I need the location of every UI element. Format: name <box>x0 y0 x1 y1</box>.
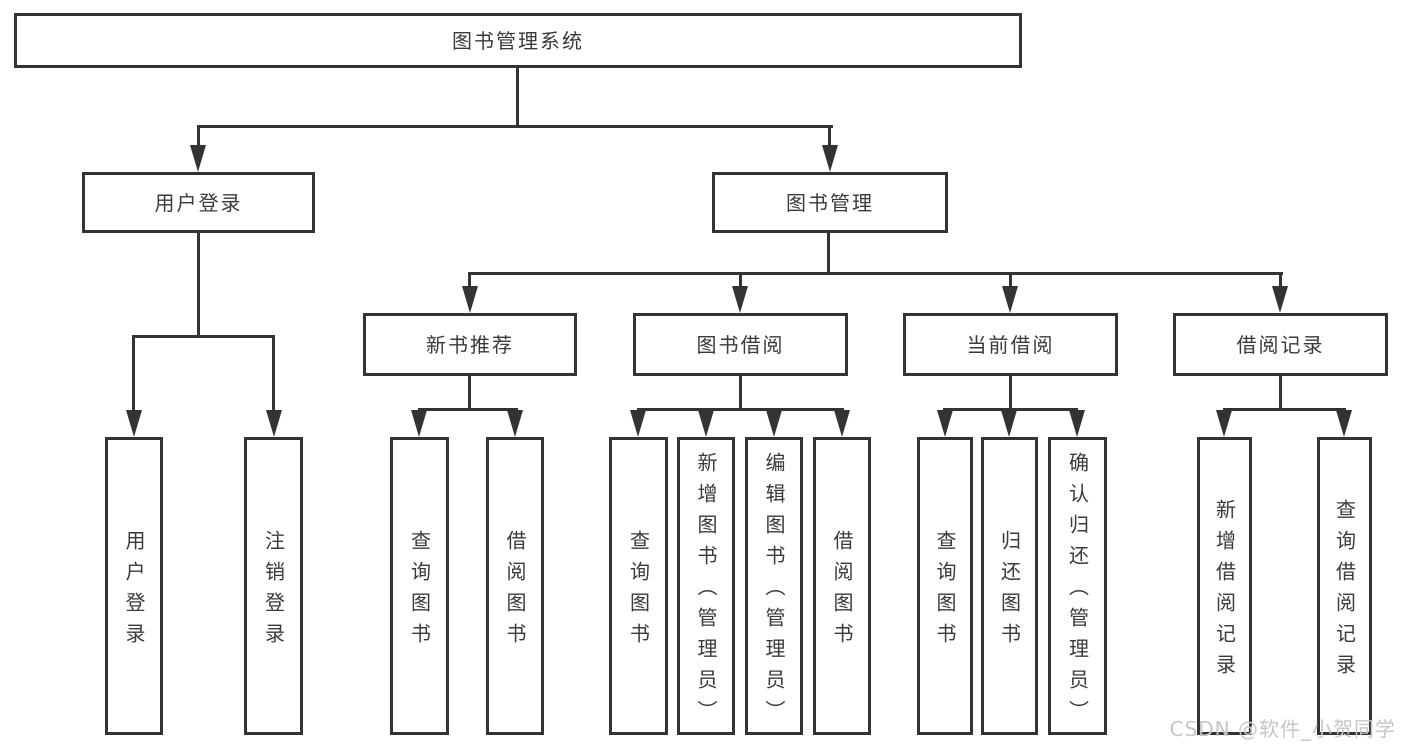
connector-line <box>468 272 471 294</box>
arrow-down-icon <box>190 145 206 172</box>
connector-line <box>197 233 200 336</box>
node-label: 借阅图书 <box>830 529 854 654</box>
node-label: 新增借阅记录 <box>1212 498 1237 685</box>
node-add-borrow-record: 新增借阅记录 <box>1197 437 1252 735</box>
connector-line <box>739 376 742 409</box>
connector-line <box>1223 408 1346 411</box>
node-borrow-record: 借阅记录 <box>1173 313 1388 376</box>
node-logout: 注销登录 <box>244 437 303 735</box>
connector-line <box>272 335 275 413</box>
arrow-down-icon <box>266 410 282 437</box>
connector-line <box>637 408 844 411</box>
arrow-down-icon <box>1069 410 1085 437</box>
arrow-down-icon <box>1336 410 1352 437</box>
connector-line <box>1279 272 1282 294</box>
arrow-down-icon <box>732 286 748 313</box>
node-query-book-3: 查询图书 <box>917 437 973 735</box>
connector-line <box>827 233 830 274</box>
node-current-borrow: 当前借阅 <box>903 313 1118 376</box>
node-query-book-1: 查询图书 <box>390 437 449 735</box>
node-add-book-admin: 新增图书（管理员） <box>677 437 735 735</box>
connector-line <box>132 335 275 338</box>
node-label: 确认归还（管理员） <box>1065 452 1090 731</box>
connector-line <box>943 408 1078 411</box>
node-book-borrow: 图书借阅 <box>633 313 848 376</box>
connector-line <box>198 125 833 128</box>
node-query-borrow-record: 查询借阅记录 <box>1317 437 1372 735</box>
arrow-down-icon <box>630 410 646 437</box>
node-label: 用户登录 <box>122 529 146 654</box>
node-root: 图书管理系统 <box>14 13 1022 68</box>
node-label: 归还图书 <box>997 529 1022 654</box>
connector-line <box>197 125 200 152</box>
arrow-down-icon <box>766 410 782 437</box>
connector-line <box>739 272 742 294</box>
node-confirm-return-admin: 确认归还（管理员） <box>1048 437 1107 735</box>
node-label: 借阅图书 <box>503 529 527 654</box>
node-label: 查询借阅记录 <box>1332 498 1357 685</box>
arrow-down-icon <box>462 286 478 313</box>
node-label: 查询图书 <box>407 529 432 654</box>
connector-line <box>828 125 831 152</box>
arrow-down-icon <box>1272 286 1288 313</box>
arrow-down-icon <box>937 410 953 437</box>
node-borrow-book-1: 借阅图书 <box>486 437 544 735</box>
connector-line <box>468 272 1283 275</box>
arrow-down-icon <box>822 145 838 172</box>
node-label: 编辑图书（管理员） <box>762 452 786 731</box>
node-new-book-rec: 新书推荐 <box>363 313 577 376</box>
arrow-down-icon <box>507 410 523 437</box>
node-edit-book-admin: 编辑图书（管理员） <box>745 437 803 735</box>
node-book-mgmt: 图书管理 <box>712 172 948 233</box>
arrow-down-icon <box>411 410 427 437</box>
arrow-down-icon <box>1216 410 1232 437</box>
connector-line <box>468 376 471 409</box>
arrow-down-icon <box>1002 286 1018 313</box>
node-label: 新增图书（管理员） <box>694 452 718 731</box>
connector-line <box>1279 376 1282 409</box>
node-borrow-book-2: 借阅图书 <box>813 437 871 735</box>
watermark-text: CSDN @软件_小贺同学 <box>1169 717 1396 741</box>
connector-line <box>1009 272 1012 294</box>
connector-line <box>418 408 518 411</box>
node-return-book: 归还图书 <box>981 437 1038 735</box>
arrow-down-icon <box>698 410 714 437</box>
connector-line <box>132 335 135 413</box>
arrow-down-icon <box>126 410 142 437</box>
node-label: 查询图书 <box>933 529 957 654</box>
arrow-down-icon <box>834 410 850 437</box>
node-user-login-leaf: 用户登录 <box>105 437 163 735</box>
node-label: 查询图书 <box>626 529 651 654</box>
connector-line <box>1009 376 1012 409</box>
node-label: 注销登录 <box>261 529 286 654</box>
node-query-book-2: 查询图书 <box>609 437 668 735</box>
arrow-down-icon <box>1001 410 1017 437</box>
connector-line <box>516 68 519 126</box>
node-user-login: 用户登录 <box>82 172 315 233</box>
